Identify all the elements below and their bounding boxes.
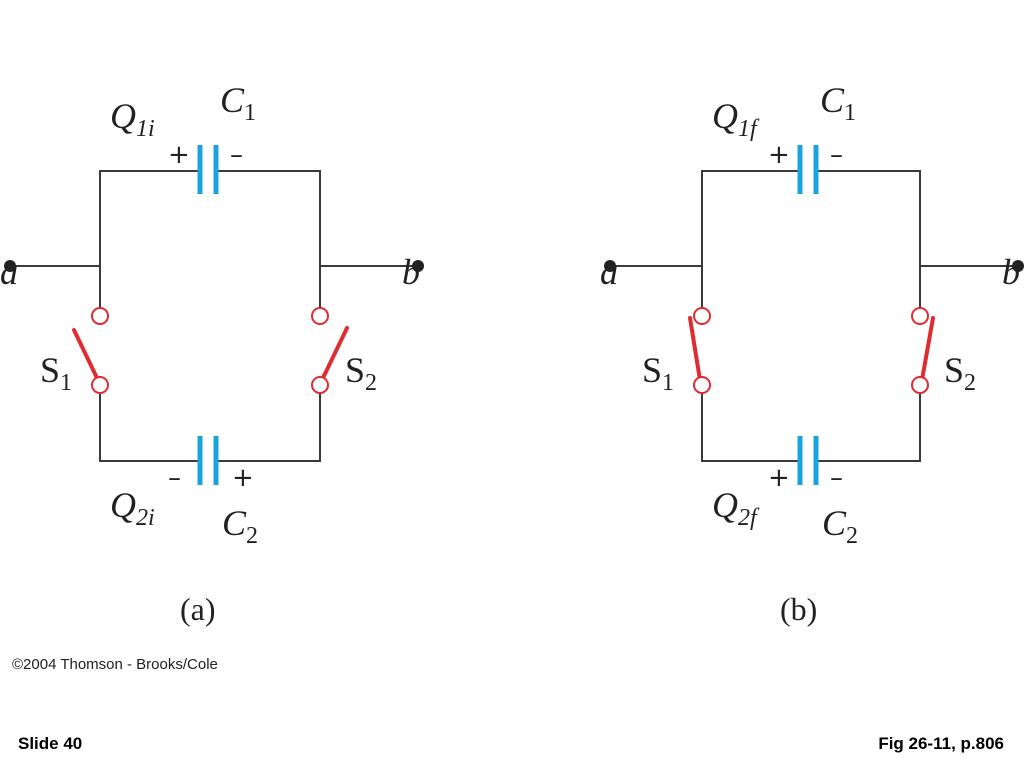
terminal-label-b: b [402,252,420,292]
switch-contact [911,307,929,325]
terminal-node-a [4,260,16,272]
capacitor-label-c1: C1 [220,80,256,126]
wire-bottom-left [701,394,800,462]
switch-blade [72,328,99,380]
wire-top-right [816,170,921,266]
switch-contact [693,307,711,325]
terminal-node-a [604,260,616,272]
terminal-node-b [1012,260,1024,272]
switch-label-s1: S1 [40,350,72,396]
switch-contact [911,376,929,394]
wire-top-left [99,170,200,266]
charge-label-q1f: Q1f [712,96,760,142]
plus-sign: + [232,463,254,493]
wire-bottom-left [99,394,200,462]
figure-caption-a: (a) [180,591,216,627]
terminal-label-b: b [1002,252,1020,292]
switch-label-s2: S2 [345,350,377,396]
terminal-label-a: a [600,252,618,292]
figure-b: Q1f C1 + – + – Q2f C2 S1 S2 a b (b) [600,80,1024,627]
figure-reference: Fig 26-11, p.806 [878,734,1004,753]
capacitor-label-c2: C2 [222,503,258,549]
plus-sign: + [168,140,190,170]
capacitor-label-c1: C1 [820,80,856,126]
minus-sign: – [830,140,843,170]
figure-a: Q1i C1 + – – + Q2i C2 S1 S2 a b (a) [0,80,424,627]
switch-blade [321,326,349,380]
switch-contact [311,376,329,394]
wire-top-right [216,170,321,266]
plus-sign: + [768,463,790,493]
switch-contact [91,307,109,325]
charge-label-q1i: Q1i [110,96,155,142]
figure-caption-b: (b) [780,591,817,627]
capacitor-label-c2: C2 [822,503,858,549]
switch-blade [920,316,935,382]
terminal-node-b [412,260,424,272]
wire-top-left [701,170,800,266]
minus-sign: – [168,463,181,493]
minus-sign: – [830,463,843,493]
capacitor-c1 [197,145,219,194]
switch-s2 [911,307,935,394]
capacitor-c2 [797,436,819,485]
switch-contact [693,376,711,394]
switch-blade [688,316,702,382]
switch-s1 [688,307,711,394]
switch-s2 [311,307,349,394]
circuit-diagram: Q1i C1 + – – + Q2i C2 S1 S2 a b (a) [0,80,1024,627]
capacitor-c1 [797,145,819,194]
terminal-label-a: a [0,252,18,292]
switch-label-s1: S1 [642,350,674,396]
copyright-notice: ©2004 Thomson - Brooks/Cole [12,656,218,673]
minus-sign: – [230,140,243,170]
slide-number: Slide 40 [18,734,83,753]
charge-label-q2i: Q2i [110,485,155,531]
charge-label-q2f: Q2f [712,485,760,531]
switch-label-s2: S2 [944,350,976,396]
wire-bottom-right [816,394,921,462]
switch-contact [91,376,109,394]
plus-sign: + [768,140,790,170]
capacitor-c2 [197,436,219,485]
wire-bottom-right [216,394,321,462]
switch-s1 [72,307,109,394]
switch-contact [311,307,329,325]
